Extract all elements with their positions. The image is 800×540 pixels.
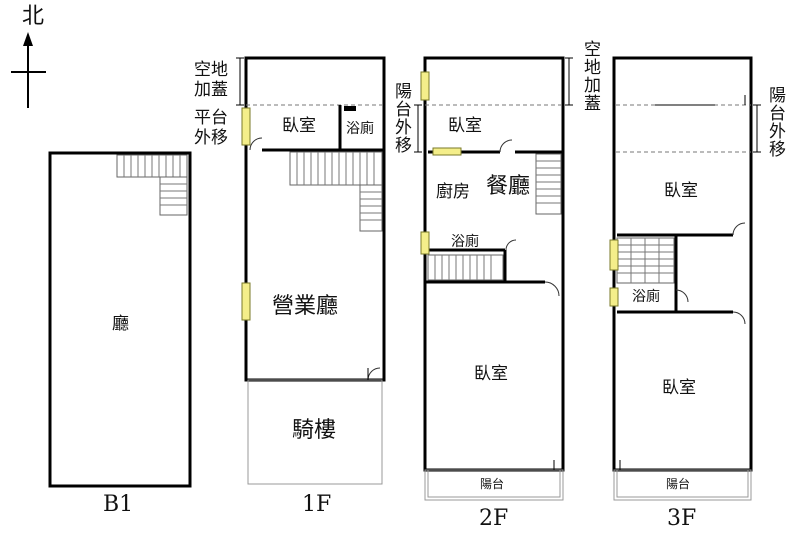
f3-annot-balcony-text: 陽台外移 — [765, 86, 785, 158]
f3-floor-label: 3F — [667, 506, 697, 531]
f2-plan — [414, 56, 573, 501]
f3-bath-label: 浴廁 — [632, 289, 660, 305]
f2-kitchen-label: 廚房 — [436, 182, 470, 202]
f3-plan — [609, 56, 761, 501]
f2-bedroom-top-label: 臥室 — [448, 116, 482, 136]
f1-plan — [236, 56, 386, 485]
f3-balcony-label: 陽台 — [666, 477, 691, 491]
f2-balcony-label: 陽台 — [480, 477, 505, 491]
f1-arcade-label: 騎樓 — [292, 418, 337, 443]
b1-stairs — [116, 154, 188, 216]
f1-stairs — [289, 151, 383, 232]
b1-hall-label: 廳 — [112, 314, 129, 334]
north-arrow-icon — [11, 32, 46, 108]
b1-floor-label: B1 — [103, 492, 134, 517]
f1-business-hall-label: 營業廳 — [272, 294, 339, 319]
f3-bedroom-top-label: 臥室 — [664, 181, 698, 201]
f2-dining-label: 餐廳 — [486, 174, 531, 199]
f1-bedroom-label: 臥室 — [282, 116, 316, 136]
f2-annot-balcony-text: 陽台外移 — [391, 82, 411, 154]
b1-plan — [48, 151, 192, 488]
f2-annot-top-right: 空地加蓋 — [580, 40, 600, 112]
f2-annot-top-right-text: 空地加蓋 — [580, 40, 600, 112]
f2-bath-label: 浴廁 — [451, 234, 479, 250]
f3-bedroom-bottom-label: 臥室 — [662, 378, 696, 398]
f1-floor-label: 1F — [302, 492, 332, 517]
f3-annot-balcony: 陽台外移 — [765, 86, 785, 158]
f1-annot-top: 空地加蓋 — [194, 60, 228, 101]
f2-annot-balcony-1: 陽台外移 — [391, 82, 411, 154]
north-label: 北 — [22, 4, 45, 29]
f2-floor-label: 2F — [479, 506, 509, 531]
f3-stairs — [616, 237, 675, 284]
f2-stairs — [427, 153, 562, 281]
f2-bedroom-bottom-label: 臥室 — [474, 364, 508, 384]
f1-annot-side: 平台外移 — [194, 108, 228, 149]
f1-bath-label: 浴廁 — [346, 121, 374, 137]
